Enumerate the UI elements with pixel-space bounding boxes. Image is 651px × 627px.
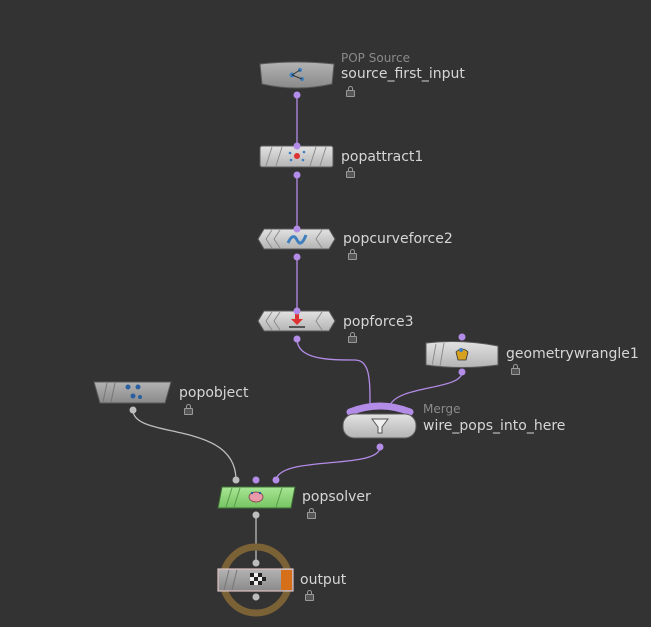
node-output[interactable] bbox=[217, 543, 294, 617]
lock-icon[interactable] bbox=[511, 364, 520, 375]
merge-input-bar[interactable] bbox=[346, 402, 414, 416]
node-popsolver[interactable] bbox=[217, 476, 296, 519]
force-icon bbox=[289, 313, 305, 328]
node-name-geometrywrangle1[interactable]: geometrywrangle1 bbox=[506, 346, 639, 362]
node-popobject[interactable] bbox=[93, 381, 172, 414]
node-name-popforce3[interactable]: popforce3 bbox=[343, 314, 414, 330]
lock-icon[interactable] bbox=[346, 167, 355, 178]
node-name-output[interactable]: output bbox=[300, 572, 347, 588]
curve-force-icon bbox=[286, 234, 308, 245]
lock-icon[interactable] bbox=[305, 590, 314, 601]
wrangle-icon bbox=[455, 348, 469, 361]
merge-funnel-icon bbox=[371, 418, 389, 434]
node-name-popsolver[interactable]: popsolver bbox=[302, 489, 371, 505]
wire-force-to-merge[interactable] bbox=[296, 338, 371, 406]
node-source-first-input[interactable] bbox=[259, 61, 335, 99]
lock-icon[interactable] bbox=[348, 249, 357, 260]
wire-merge-to-solver[interactable] bbox=[275, 446, 381, 481]
pop-object-icon bbox=[125, 384, 142, 399]
lock-icon[interactable] bbox=[346, 86, 355, 97]
node-popcurveforce2[interactable] bbox=[257, 225, 336, 261]
node-popforce3[interactable] bbox=[257, 307, 336, 343]
node-type-label-source: POP Source bbox=[341, 51, 410, 65]
node-name-source-first-input[interactable]: source_first_input bbox=[341, 66, 465, 82]
node-name-wire-pops-into-here[interactable]: wire_pops_into_here bbox=[423, 418, 566, 434]
lock-icon[interactable] bbox=[348, 332, 357, 343]
node-geometrywrangle1[interactable] bbox=[425, 333, 499, 376]
node-wire-pops-into-here[interactable] bbox=[342, 402, 417, 451]
wire-popobject-to-solver[interactable] bbox=[132, 409, 237, 481]
wires bbox=[132, 95, 463, 563]
output-flag[interactable] bbox=[281, 570, 292, 590]
node-popattract1[interactable] bbox=[259, 142, 334, 179]
pop-source-icon bbox=[289, 68, 304, 81]
output-checker-icon bbox=[250, 573, 266, 585]
node-name-popcurveforce2[interactable]: popcurveforce2 bbox=[343, 231, 453, 247]
lock-icon[interactable] bbox=[307, 508, 316, 519]
pop-attract-icon bbox=[288, 150, 306, 162]
solver-icon bbox=[248, 491, 264, 503]
lock-icon[interactable] bbox=[184, 404, 193, 415]
wire-wrangle-to-merge[interactable] bbox=[389, 371, 463, 406]
node-type-label-merge: Merge bbox=[423, 402, 461, 416]
node-name-popobject[interactable]: popobject bbox=[179, 385, 249, 401]
node-name-popattract1[interactable]: popattract1 bbox=[341, 149, 424, 165]
